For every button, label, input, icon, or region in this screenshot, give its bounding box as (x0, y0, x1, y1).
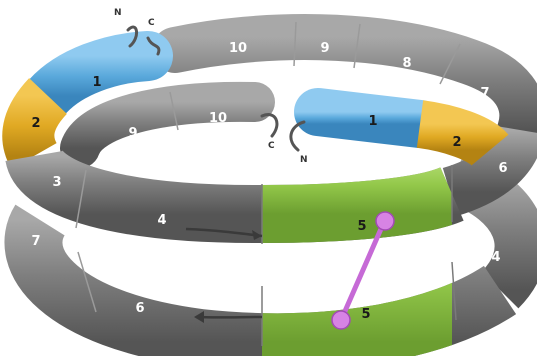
top-ring-inner-strand (80, 102, 255, 148)
label-right-6: 6 (498, 161, 507, 176)
label-left-end-2: 2 (31, 116, 40, 131)
label-left-end-3: 3 (52, 175, 61, 190)
label-top-back-10: 10 (229, 41, 247, 56)
linker-end-top (376, 212, 394, 230)
label-top-back-9: 9 (320, 41, 329, 56)
label-top-back-7: 7 (480, 86, 489, 101)
label-top-back-8: 8 (402, 56, 411, 71)
label-bottom-6: 6 (135, 301, 144, 316)
label-terminus-c-top: C (148, 18, 155, 28)
label-front-end-1: 1 (368, 114, 377, 129)
label-terminus-n-inner: N (300, 155, 308, 165)
label-top-4: 4 (157, 213, 166, 228)
label-bottom-4: 4 (491, 250, 500, 265)
label-left-end-1: 1 (92, 75, 101, 90)
label-bottom-7: 7 (31, 234, 40, 249)
label-front-end-2: 2 (452, 135, 461, 150)
linker-end-bottom (332, 311, 350, 329)
label-terminus-n-top: N (114, 8, 122, 18)
label-inner-9: 9 (128, 126, 137, 141)
label-top-5: 5 (357, 219, 366, 234)
label-inner-10: 10 (209, 111, 227, 126)
label-terminus-c-inner: C (268, 141, 275, 151)
label-bottom-5: 5 (361, 307, 370, 322)
